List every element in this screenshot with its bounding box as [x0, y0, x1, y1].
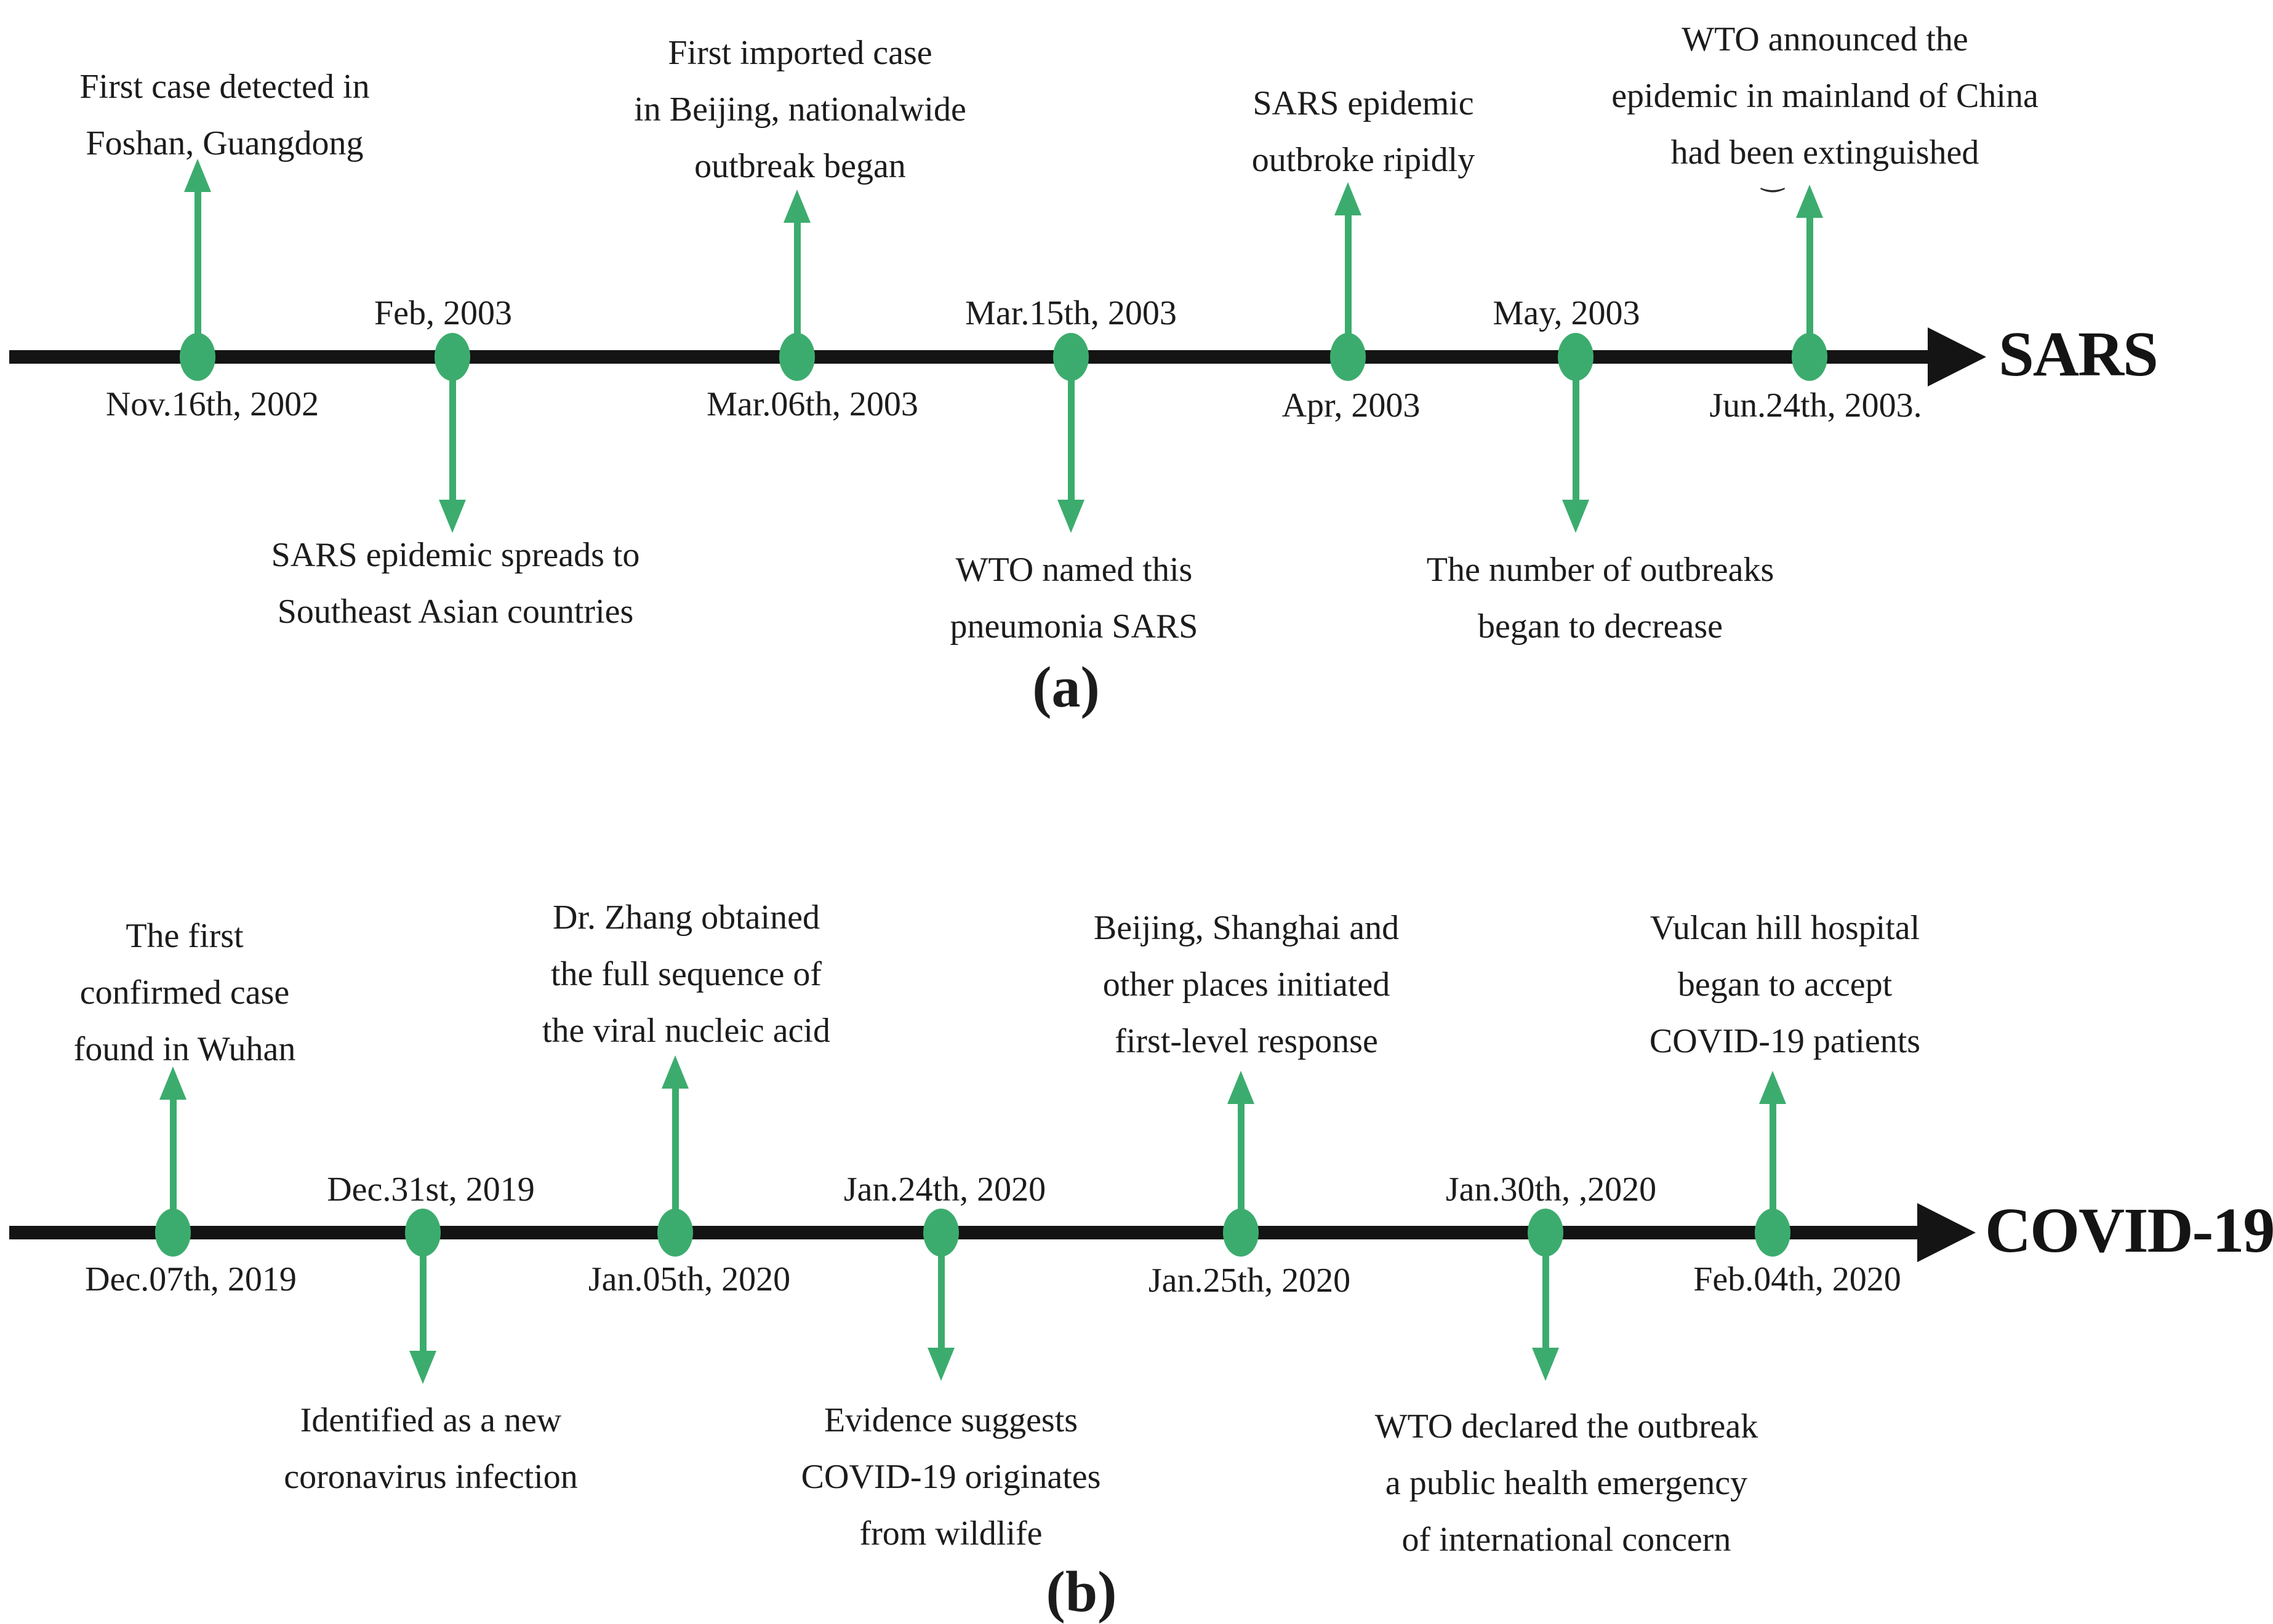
down-arrow-line [1068, 368, 1075, 500]
event-annotation: First case detected in Foshan, Guangdong [79, 68, 370, 162]
timeline-node-dot [779, 333, 815, 381]
event-date-label: Jan.24th, 2020 [843, 1170, 1046, 1209]
covid-timeline-axis [9, 1226, 1917, 1239]
down-arrow-icon [1057, 500, 1084, 533]
event-date-label: Apr, 2003 [1281, 386, 1421, 425]
down-arrow-line [1573, 368, 1579, 500]
event-annotation: The number of outbreaks began to decreas… [1426, 551, 1774, 646]
event-annotation: WTO named this pneumonia SARS [950, 551, 1198, 646]
down-arrow-line [420, 1244, 427, 1351]
up-arrow-icon [184, 159, 211, 192]
up-arrow-line [1345, 214, 1352, 348]
timeline-node-dot [1330, 333, 1366, 381]
up-arrow-line [1806, 217, 1813, 348]
up-arrow-line [672, 1087, 679, 1223]
covid-axis-label: COVID-19 [1985, 1195, 2273, 1266]
timeline-node-dot [1792, 333, 1827, 381]
down-arrow-line [449, 368, 456, 500]
event-annotation: Dr. Zhang obtained the full sequence of … [542, 898, 830, 1050]
event-date-label: Mar.06th, 2003 [707, 385, 918, 423]
down-arrow-icon [409, 1351, 436, 1384]
down-arrow-icon [1562, 500, 1589, 533]
timeline-node-dot [180, 333, 215, 381]
up-arrow-icon [1759, 1071, 1786, 1104]
event-annotation: SARS epidemic outbroke ripidly [1251, 84, 1475, 179]
event-annotation: WTO declared the outbreak a public healt… [1374, 1407, 1758, 1559]
down-arrow-line [938, 1244, 945, 1348]
up-arrow-icon [662, 1055, 689, 1089]
up-arrow-icon [784, 190, 811, 223]
down-arrow-icon [1532, 1348, 1559, 1381]
panel-a-caption: (a) [1032, 655, 1100, 719]
event-date-label: Nov.16th, 2002 [105, 385, 319, 423]
event-annotation: Beijing, Shanghai and other places initi… [1093, 909, 1400, 1060]
axis-arrowhead-icon [1917, 1203, 1976, 1262]
event-date-label: Jun.24th, 2003. [1709, 386, 1922, 425]
up-arrow-icon [1334, 182, 1361, 215]
up-arrow-line [1770, 1103, 1776, 1223]
event-annotation: The first confirmed case found in Wuhan [73, 917, 296, 1068]
up-arrow-icon [1796, 185, 1823, 218]
timeline-node-dot [1755, 1209, 1790, 1257]
panel-b-caption: (b) [1046, 1560, 1117, 1624]
timeline-node-dot [657, 1209, 693, 1257]
event-date-label: Jan.30th, ,2020 [1445, 1170, 1657, 1209]
up-arrow-line [794, 222, 801, 348]
event-annotation: SARS epidemic spreads to Southeast Asian… [271, 536, 640, 631]
event-date-label: Mar.15th, 2003 [965, 294, 1177, 332]
sars-axis-label: SARS [1998, 319, 2159, 390]
timeline-node-dot [155, 1209, 191, 1257]
event-date-label: May, 2003 [1493, 294, 1640, 332]
axis-arrowhead-icon [1928, 327, 1986, 386]
down-arrow-line [1542, 1244, 1549, 1348]
down-arrow-icon [439, 500, 466, 533]
stray-mark: ‿ [1762, 162, 1784, 192]
sars-timeline-axis [9, 350, 1928, 364]
event-annotation: Vulcan hill hospital began to accept COV… [1649, 909, 1921, 1060]
timeline-node-dot [1223, 1209, 1259, 1257]
event-annotation: Evidence suggests COVID-19 originates fr… [801, 1401, 1101, 1553]
event-annotation: First imported case in Beijing, national… [634, 34, 966, 185]
up-arrow-line [1238, 1103, 1245, 1223]
event-annotation: Identified as a new coronavirus infectio… [284, 1401, 578, 1496]
event-date-label: Jan.05th, 2020 [588, 1260, 791, 1298]
event-date-label: Dec.31st, 2019 [327, 1170, 535, 1209]
up-arrow-line [194, 191, 201, 348]
event-date-label: Jan.25th, 2020 [1148, 1262, 1351, 1300]
up-arrow-line [170, 1098, 177, 1223]
up-arrow-icon [159, 1066, 186, 1100]
up-arrow-icon [1227, 1071, 1254, 1104]
event-date-label: Dec.07th, 2019 [85, 1260, 297, 1298]
event-annotation: WTO announced the epidemic in mainland o… [1611, 20, 2038, 172]
event-date-label: Feb, 2003 [374, 294, 512, 332]
event-date-label: Feb.04th, 2020 [1693, 1260, 1901, 1298]
down-arrow-icon [928, 1348, 955, 1381]
